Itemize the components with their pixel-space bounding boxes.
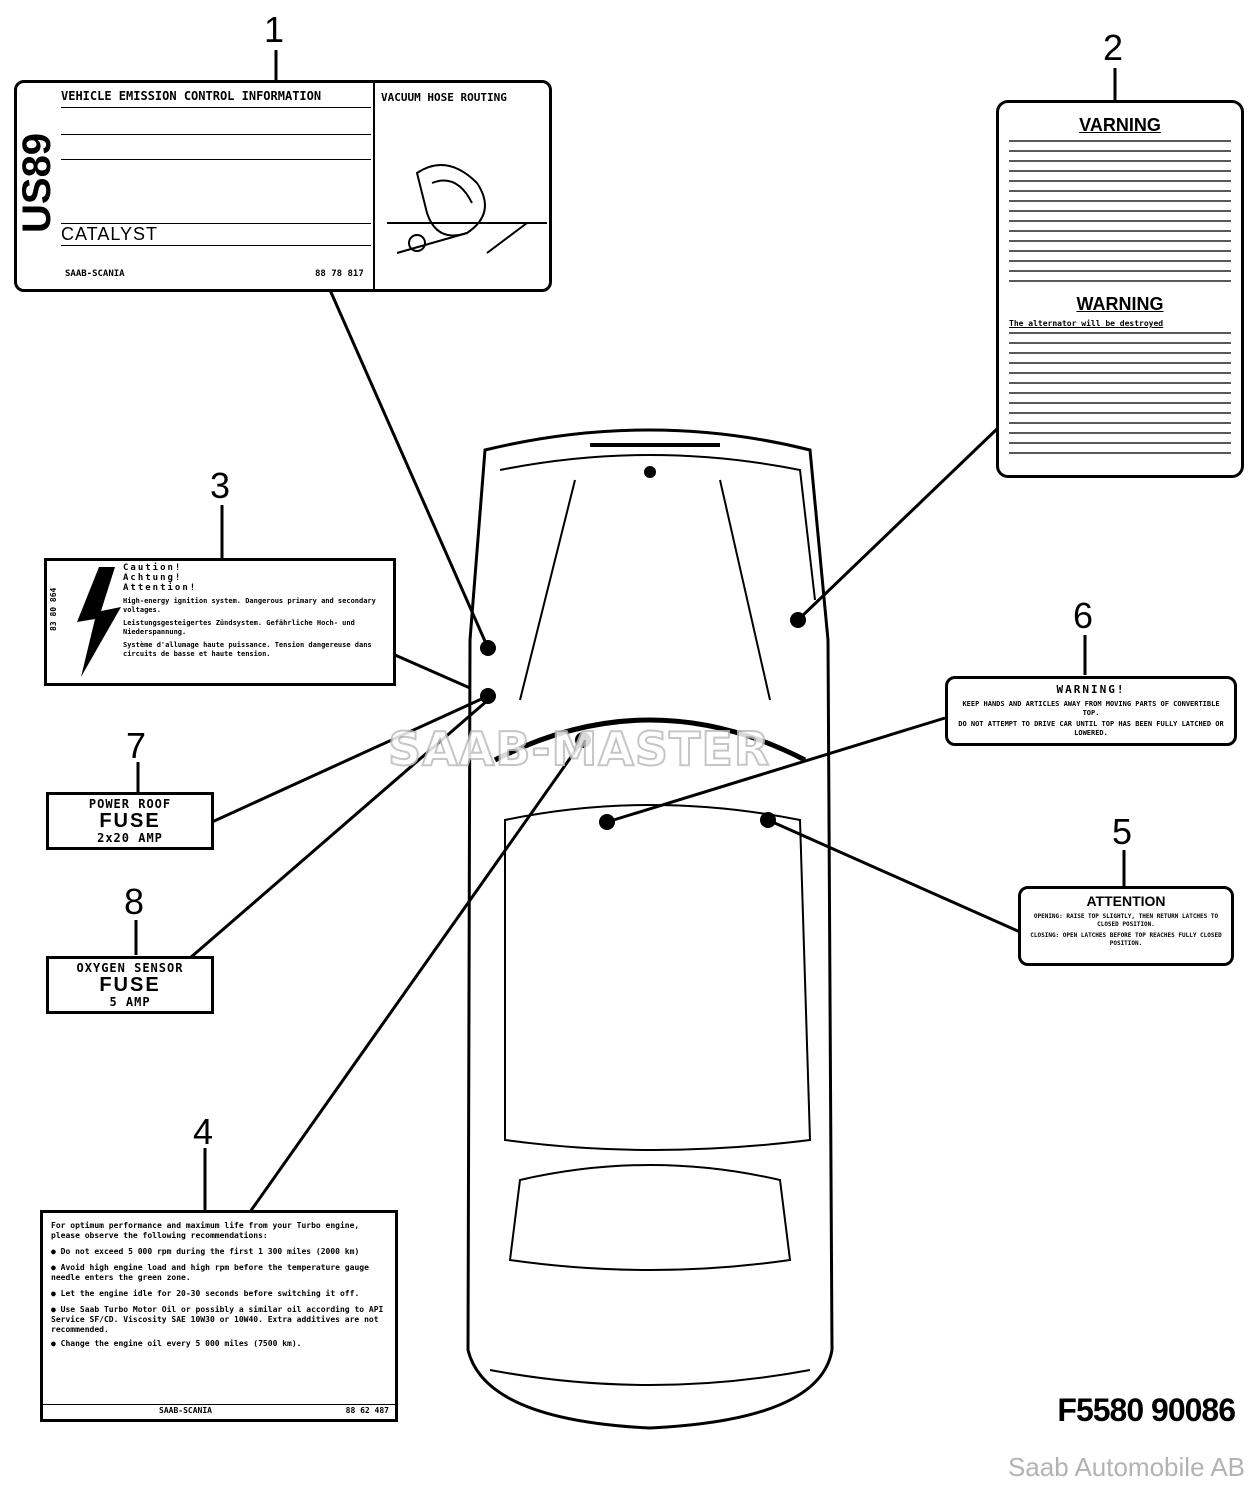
car-outline [466,428,834,1430]
power-roof-line-1: POWER ROOF [88,797,172,811]
credit-text: Saab Automobile AB [1007,1452,1245,1482]
emission-label: US89 VEHICLE EMISSION CONTROL INFORMATIO… [14,80,552,292]
convertible-warning-line-1: KEEP HANDS AND ARTICLES AWAY FROM MOVING… [962,700,1220,717]
lightning-bolt-icon [77,567,121,677]
convertible-warning-title: WARNING! [1056,683,1126,696]
attention-label: ATTENTION OPENING: RAISE TOP SLIGHTLY, T… [1018,886,1234,966]
leader-lines [134,50,1126,1213]
turbo-bullet-4: ● Use Saab Turbo Motor Oil or possibly a… [51,1305,384,1334]
battery-warning-label: VARNING WARNING The alternator will be d… [996,100,1244,478]
vacuum-title: VACUUM HOSE ROUTING [381,91,507,104]
callout-1: 1 [264,9,285,50]
warning-en-head: The alternator will be destroyed [1009,319,1164,328]
vacuum-diagram: VACUUM HOSE ROUTING [373,83,551,289]
emission-side-text: US89 [15,132,59,233]
caution-en: High-energy ignition system. Dangerous p… [123,597,376,614]
warning-en-title: WARNING [1076,294,1164,314]
callout-6: 6 [1073,595,1094,636]
watermark: SAAB-MASTER [387,721,771,777]
convertible-warning-line-2: DO NOT ATTEMPT TO DRIVE CAR UNTIL TOP HA… [958,720,1224,737]
figure-id: F5580 90086 [1057,1392,1236,1428]
callout-2: 2 [1103,27,1124,68]
ignition-text: Caution! Achtung! Attention! High-energy… [123,563,391,659]
power-roof-line-3: 2x20 AMP [97,831,163,845]
caution-fr: Système d'allumage haute puissance. Tens… [123,641,372,658]
caution-head-3: Attention! [123,583,198,593]
turbo-part-number: 88 62 487 [345,1406,389,1415]
turbo-intro: For optimum performance and maximum life… [51,1221,360,1240]
callout-7: 7 [126,725,147,766]
warning-sv-body [1009,140,1231,290]
oxygen-sensor-fuse-label: OXYGEN SENSOR FUSE 5 AMP [46,956,214,1014]
attention-line-2: CLOSING: OPEN LATCHES BEFORE TOP REACHES… [1030,932,1222,947]
ignition-caution-label: 83 80 864 Caution! Achtung! Attention! H… [44,558,396,686]
caution-head-2: Achtung! [123,573,183,583]
emission-body [61,107,371,218]
attention-line-1: OPENING: RAISE TOP SLIGHTLY, THEN RETURN… [1033,913,1219,928]
power-roof-fuse-label: POWER ROOF FUSE 2x20 AMP [46,792,214,850]
turbo-bullet-5: ● Change the engine oil every 5 000 mile… [51,1339,302,1348]
callout-5: 5 [1112,811,1133,852]
warning-sv-title: VARNING [1079,115,1161,135]
oxygen-line-2: FUSE [99,974,161,996]
emission-title: VEHICLE EMISSION CONTROL INFORMATION [61,89,322,103]
emission-catalyst: CATALYST [61,223,371,246]
caution-de: Leistungsgesteigertes Zündsystem. Gefähr… [123,619,355,636]
turbo-recommendations-label: For optimum performance and maximum life… [40,1210,398,1422]
power-roof-line-2: FUSE [99,810,161,832]
vacuum-hoses-drawing [387,164,547,254]
turbo-bullet-3: ● Let the engine idle for 20-30 seconds … [51,1289,360,1298]
warning-en-body [1009,332,1231,462]
callout-3: 3 [210,465,231,506]
caution-head-1: Caution! [123,563,183,573]
callout-4: 4 [193,1111,214,1152]
turbo-bullet-1: ● Do not exceed 5 000 rpm during the fir… [51,1247,360,1256]
attention-title: ATTENTION [1086,893,1166,909]
ignition-code: 83 80 864 [49,587,58,631]
emission-brand: SAAB-SCANIA [65,269,125,279]
oxygen-line-1: OXYGEN SENSOR [76,961,184,975]
turbo-brand: SAAB-SCANIA [159,1406,212,1415]
oxygen-line-3: 5 AMP [109,995,151,1009]
convertible-warning-label: WARNING! KEEP HANDS AND ARTICLES AWAY FR… [945,676,1237,746]
turbo-bullet-2: ● Avoid high engine load and high rpm be… [51,1263,369,1282]
emission-part-number: 88 78 817 [315,269,364,279]
callout-8: 8 [124,881,145,922]
